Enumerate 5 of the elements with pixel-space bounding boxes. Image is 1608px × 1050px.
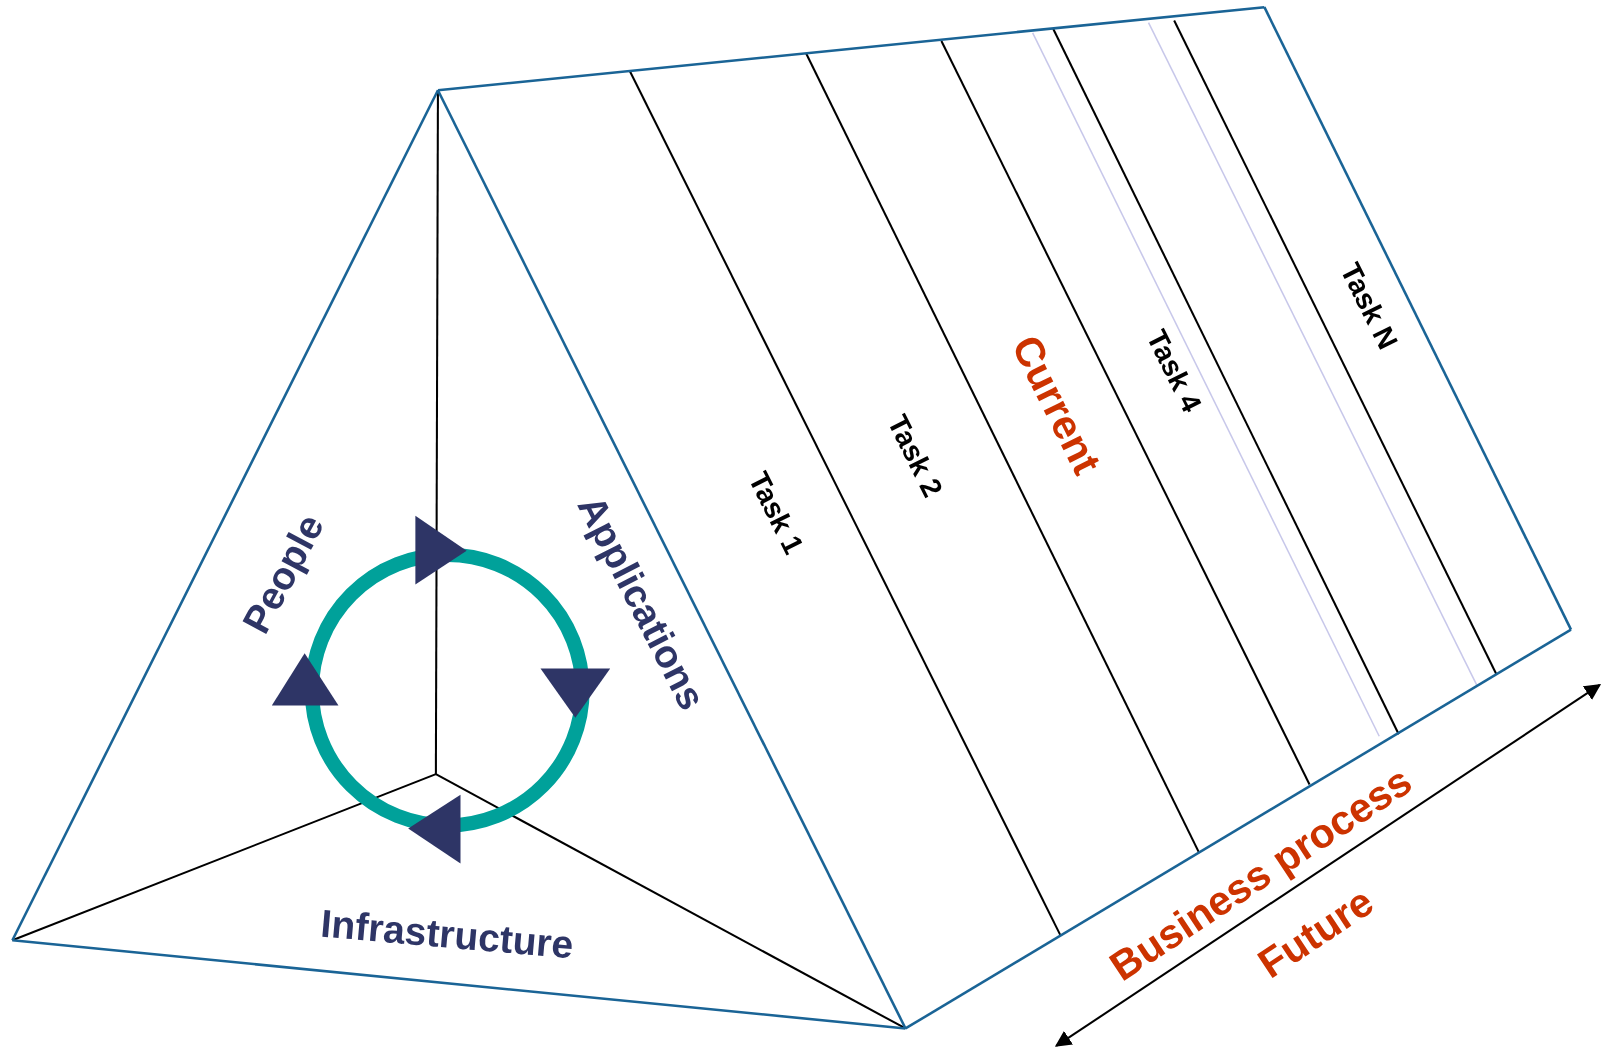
task-label: Task 4 <box>1141 325 1207 417</box>
task-label: Task N <box>1335 258 1403 354</box>
face-label: Infrastructure <box>319 904 575 966</box>
task-label: Task 1 <box>744 467 809 559</box>
task-label: Task 2 <box>882 410 948 502</box>
